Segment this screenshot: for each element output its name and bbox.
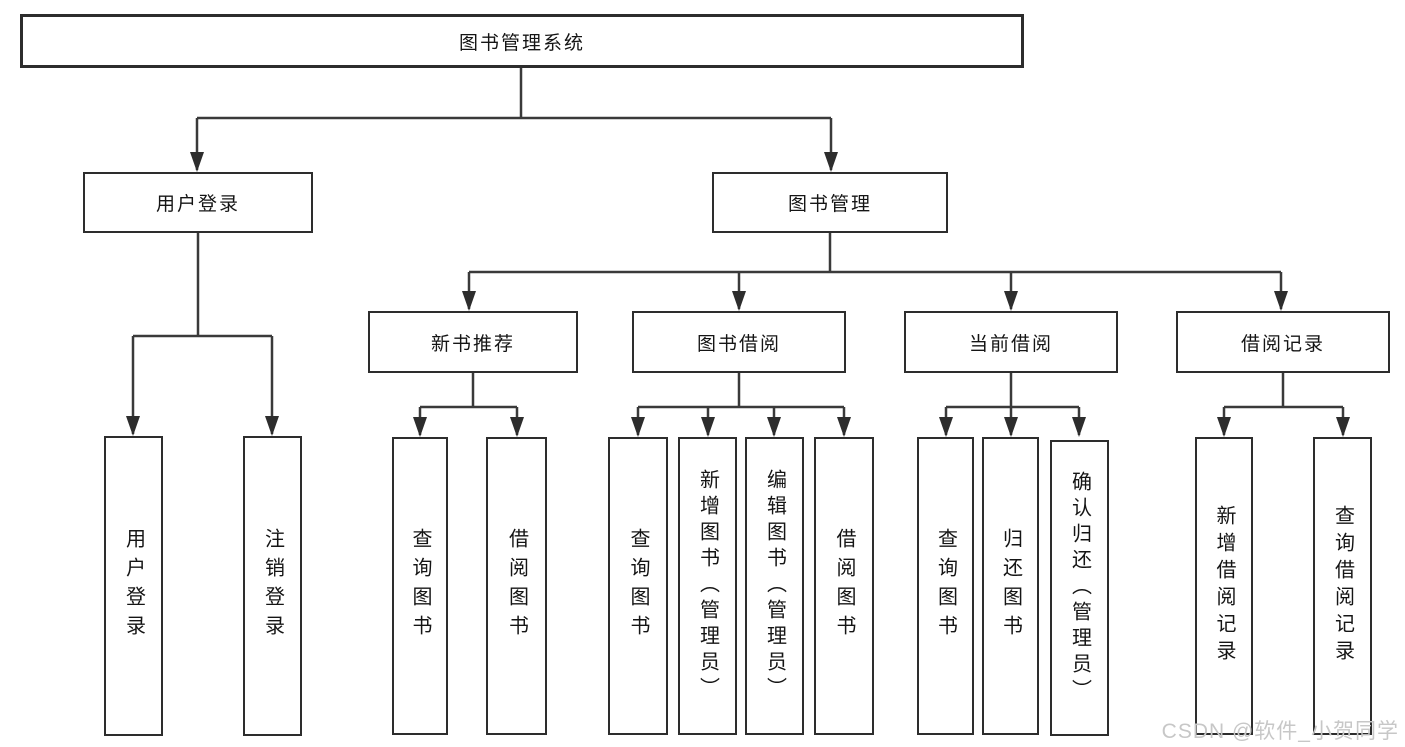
arrow-down-icon xyxy=(824,152,838,172)
connector-recommend-to-children xyxy=(413,373,524,437)
leaf-query-books: 查询图书 xyxy=(392,437,448,735)
leaf-query-books: 查询图书 xyxy=(917,437,974,735)
leaf-borrow-books: 借阅图书 xyxy=(814,437,874,735)
node-book-management-system: 图书管理系统 xyxy=(20,14,1024,68)
connector-record-to-children xyxy=(1217,373,1350,437)
node-new-book-recommend: 新书推荐 xyxy=(368,311,578,373)
csdn-watermark: CSDN @软件_小贺同学 xyxy=(1161,720,1399,743)
leaf-confirm-return-admin: 确认归还（管理员） xyxy=(1050,440,1109,736)
leaf-logout: 注销登录 xyxy=(243,436,302,736)
node-current-borrow: 当前借阅 xyxy=(904,311,1118,373)
arrow-down-icon xyxy=(767,417,781,437)
connector-login-to-children xyxy=(126,233,279,436)
arrow-down-icon xyxy=(413,417,427,437)
arrow-down-icon xyxy=(1004,417,1018,437)
arrow-down-icon xyxy=(1004,291,1018,311)
arrow-down-icon xyxy=(1217,417,1231,437)
arrow-down-icon xyxy=(732,291,746,311)
leaf-edit-books-admin: 编辑图书（管理员） xyxy=(745,437,804,735)
leaf-query-books: 查询图书 xyxy=(608,437,668,735)
arrow-down-icon xyxy=(1336,417,1350,437)
node-user-login: 用户登录 xyxy=(83,172,313,233)
arrow-down-icon xyxy=(939,417,953,437)
arrow-down-icon xyxy=(1072,417,1086,437)
leaf-query-borrow-record: 查询借阅记录 xyxy=(1313,437,1372,735)
connector-borrow-to-children xyxy=(631,373,851,437)
leaf-return-books: 归还图书 xyxy=(982,437,1039,735)
arrow-down-icon xyxy=(631,417,645,437)
leaf-add-books-admin: 新增图书（管理员） xyxy=(678,437,737,735)
leaf-borrow-books: 借阅图书 xyxy=(486,437,547,735)
arrow-down-icon xyxy=(190,152,204,172)
arrow-down-icon xyxy=(701,417,715,437)
node-borrow-record: 借阅记录 xyxy=(1176,311,1390,373)
arrow-down-icon xyxy=(462,291,476,311)
arrow-down-icon xyxy=(510,417,524,437)
node-book-management: 图书管理 xyxy=(712,172,948,233)
arrow-down-icon xyxy=(837,417,851,437)
leaf-user-login: 用户登录 xyxy=(104,436,163,736)
leaf-add-borrow-record: 新增借阅记录 xyxy=(1195,437,1253,735)
arrow-down-icon xyxy=(265,416,279,436)
connector-root-to-level2 xyxy=(190,68,838,172)
connector-current-to-children xyxy=(939,373,1086,437)
arrow-down-icon xyxy=(1274,291,1288,311)
node-book-borrow: 图书借阅 xyxy=(632,311,846,373)
arrow-down-icon xyxy=(126,416,140,436)
connector-management-to-level3 xyxy=(462,233,1288,311)
